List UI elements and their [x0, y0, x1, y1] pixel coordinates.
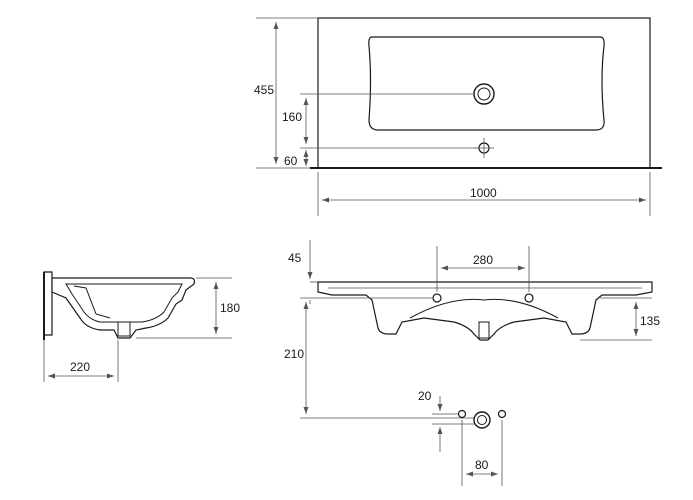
side-basin-inner: [65, 283, 183, 323]
total-drop-label: 210: [284, 347, 304, 361]
detail-offset-label: 20: [418, 389, 432, 403]
side-depth-label: 220: [70, 360, 90, 374]
drain-inner-icon: [477, 87, 491, 101]
width-label: 1000: [470, 186, 497, 200]
bracket-hole-left-icon: [432, 293, 442, 303]
front-outline: [317, 281, 653, 341]
side-overflow-channel: [73, 285, 111, 319]
detail-view: 20 80: [418, 389, 507, 486]
drain-offset-label: 160: [282, 110, 302, 124]
bracket-spacing-label: 280: [473, 253, 493, 267]
front-drain-icon: [478, 321, 490, 339]
side-height-label: 180: [220, 301, 240, 315]
detail-hole-left-icon: [457, 409, 467, 419]
rim-label: 45: [288, 251, 302, 265]
side-view: 180 220: [43, 271, 240, 382]
wall-bracket: [43, 271, 53, 336]
top-view: 455 160 60 1000: [254, 17, 662, 216]
bracket-hole-right-icon: [524, 293, 534, 303]
basin-outline: [368, 36, 605, 131]
drain-icon: [473, 83, 495, 105]
detail-spacing-label: 80: [475, 458, 489, 472]
front-view: 45 280 135 210: [284, 240, 660, 419]
detail-drain-icon: [473, 411, 491, 429]
bracket-drop-label: 135: [640, 314, 660, 328]
detail-hole-right-icon: [497, 409, 507, 419]
detail-drain-inner-icon: [477, 415, 487, 425]
tap-offset-label: 60: [284, 154, 298, 168]
front-basin-curve: [409, 298, 559, 319]
depth-label: 455: [254, 83, 274, 97]
side-drain-icon: [117, 321, 131, 337]
